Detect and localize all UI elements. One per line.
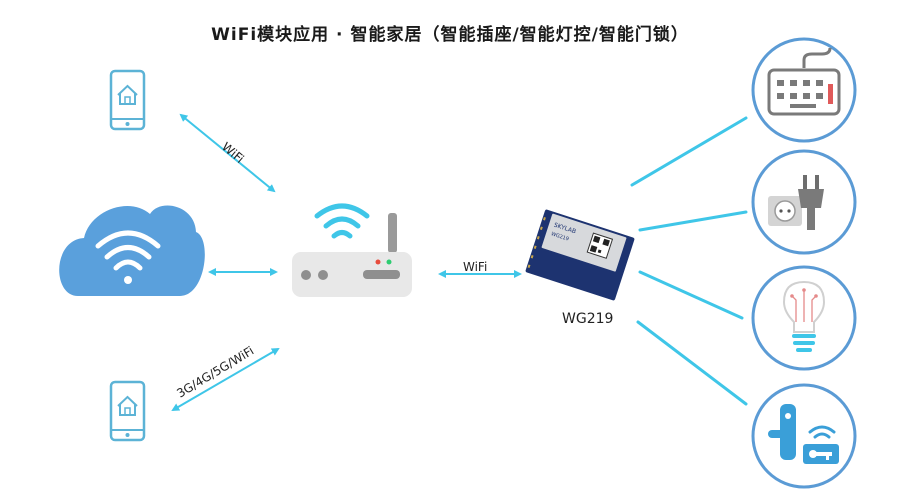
plug-socket-icon — [751, 149, 857, 255]
arrow-phone-cellular — [171, 347, 280, 412]
module-label: WG219 — [562, 311, 613, 327]
door-lock-icon — [751, 383, 857, 489]
phone-top-icon — [109, 69, 146, 131]
label-wifi-phone: WiFi — [219, 140, 247, 166]
label-cellular: 3G/4G/5G/WiFi — [174, 344, 256, 401]
light-bulb-icon — [751, 265, 857, 371]
cloud-icon — [59, 205, 205, 296]
chip-model: WG219 — [550, 231, 569, 242]
wifi-module-chip-icon: SKYLAB WG219 — [525, 209, 635, 301]
keyboard-icon — [751, 37, 857, 143]
device-links — [630, 116, 748, 406]
router-icon — [292, 203, 412, 297]
page-title: WiFi模块应用 · 智能家居（智能插座/智能灯控/智能门锁） — [211, 25, 689, 45]
phone-bottom-icon — [109, 380, 146, 442]
link-socket — [638, 210, 748, 232]
link-lock — [636, 320, 748, 406]
label-wifi-module: WiFi — [463, 260, 487, 274]
arrow-phone-router — [179, 113, 276, 193]
link-light — [638, 270, 744, 320]
link-keyboard — [630, 116, 748, 187]
arrows — [171, 113, 522, 412]
